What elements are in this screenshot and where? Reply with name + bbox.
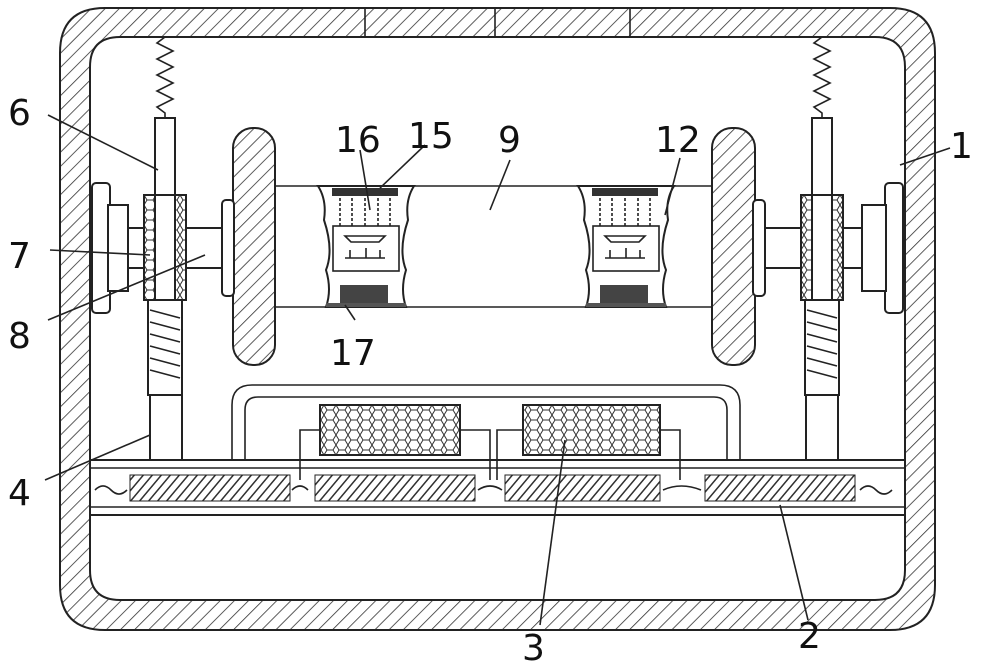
left-lift-assembly xyxy=(92,37,275,460)
label-8: 8 xyxy=(8,316,31,357)
right-lift-assembly xyxy=(712,37,903,460)
right-module xyxy=(578,186,674,307)
label-2: 2 xyxy=(798,616,821,657)
label-3: 3 xyxy=(522,628,545,669)
label-4: 4 xyxy=(8,473,31,514)
left-module xyxy=(318,186,414,307)
label-6: 6 xyxy=(8,93,31,134)
label-9: 9 xyxy=(498,120,521,161)
housing xyxy=(60,8,935,630)
label-12: 12 xyxy=(655,120,701,161)
label-1: 1 xyxy=(950,126,973,167)
label-7: 7 xyxy=(8,236,31,277)
label-16: 16 xyxy=(335,120,381,161)
label-15: 15 xyxy=(408,116,454,157)
label-17: 17 xyxy=(330,333,376,374)
